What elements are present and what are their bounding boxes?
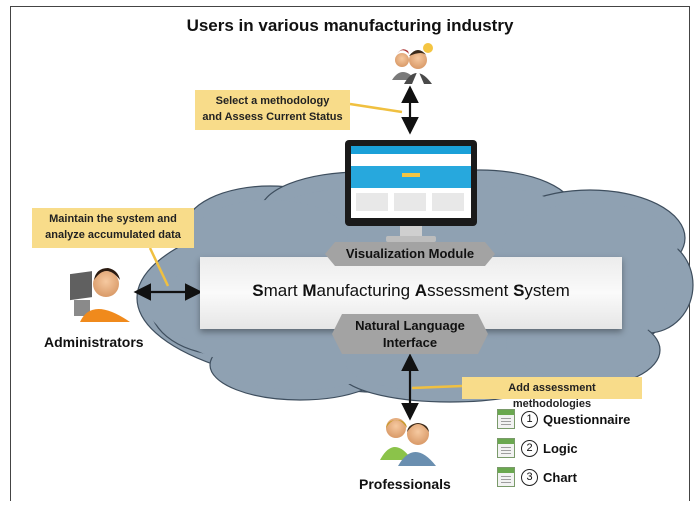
number-badge: 3 [521, 468, 538, 486]
users-callout: Select a methodology and Assess Current … [195, 90, 350, 130]
methodology-item-chart: 3 Chart [497, 466, 577, 488]
number-badge: 1 [521, 410, 538, 428]
methodology-item-questionnaire: 1 Questionnaire [497, 408, 630, 430]
users-callout-line [349, 102, 403, 114]
professionals-callout: Add assessment methodologies [462, 377, 642, 410]
methodology-label: Logic [543, 440, 578, 456]
admin-callout: Maintain the system and analyze accumula… [32, 208, 194, 248]
professionals-callout-line [411, 384, 463, 390]
number-badge: 2 [521, 439, 538, 457]
methodology-label: Chart [543, 469, 577, 485]
admin-callout-line [148, 247, 170, 287]
administrators-label: Administrators [44, 334, 144, 350]
professionals-icon [380, 418, 436, 466]
methodology-label: Questionnaire [543, 411, 631, 427]
administrator-icon [70, 268, 130, 322]
system-name: Smart Manufacturing Assessment System [252, 281, 570, 300]
methodology-item-logic: 2 Logic [497, 437, 578, 459]
document-icon [497, 438, 515, 458]
diagram-frame [10, 6, 690, 501]
professionals-label: Professionals [359, 476, 451, 492]
document-icon [497, 467, 515, 487]
visualization-module-tab: Visualization Module [335, 242, 485, 266]
monitor-icon [345, 140, 477, 242]
document-icon [497, 409, 515, 429]
users-group-icon [392, 43, 433, 84]
diagram-title: Users in various manufacturing industry [186, 16, 514, 35]
natural-language-interface-tab: Natural Language Interface [342, 314, 478, 354]
